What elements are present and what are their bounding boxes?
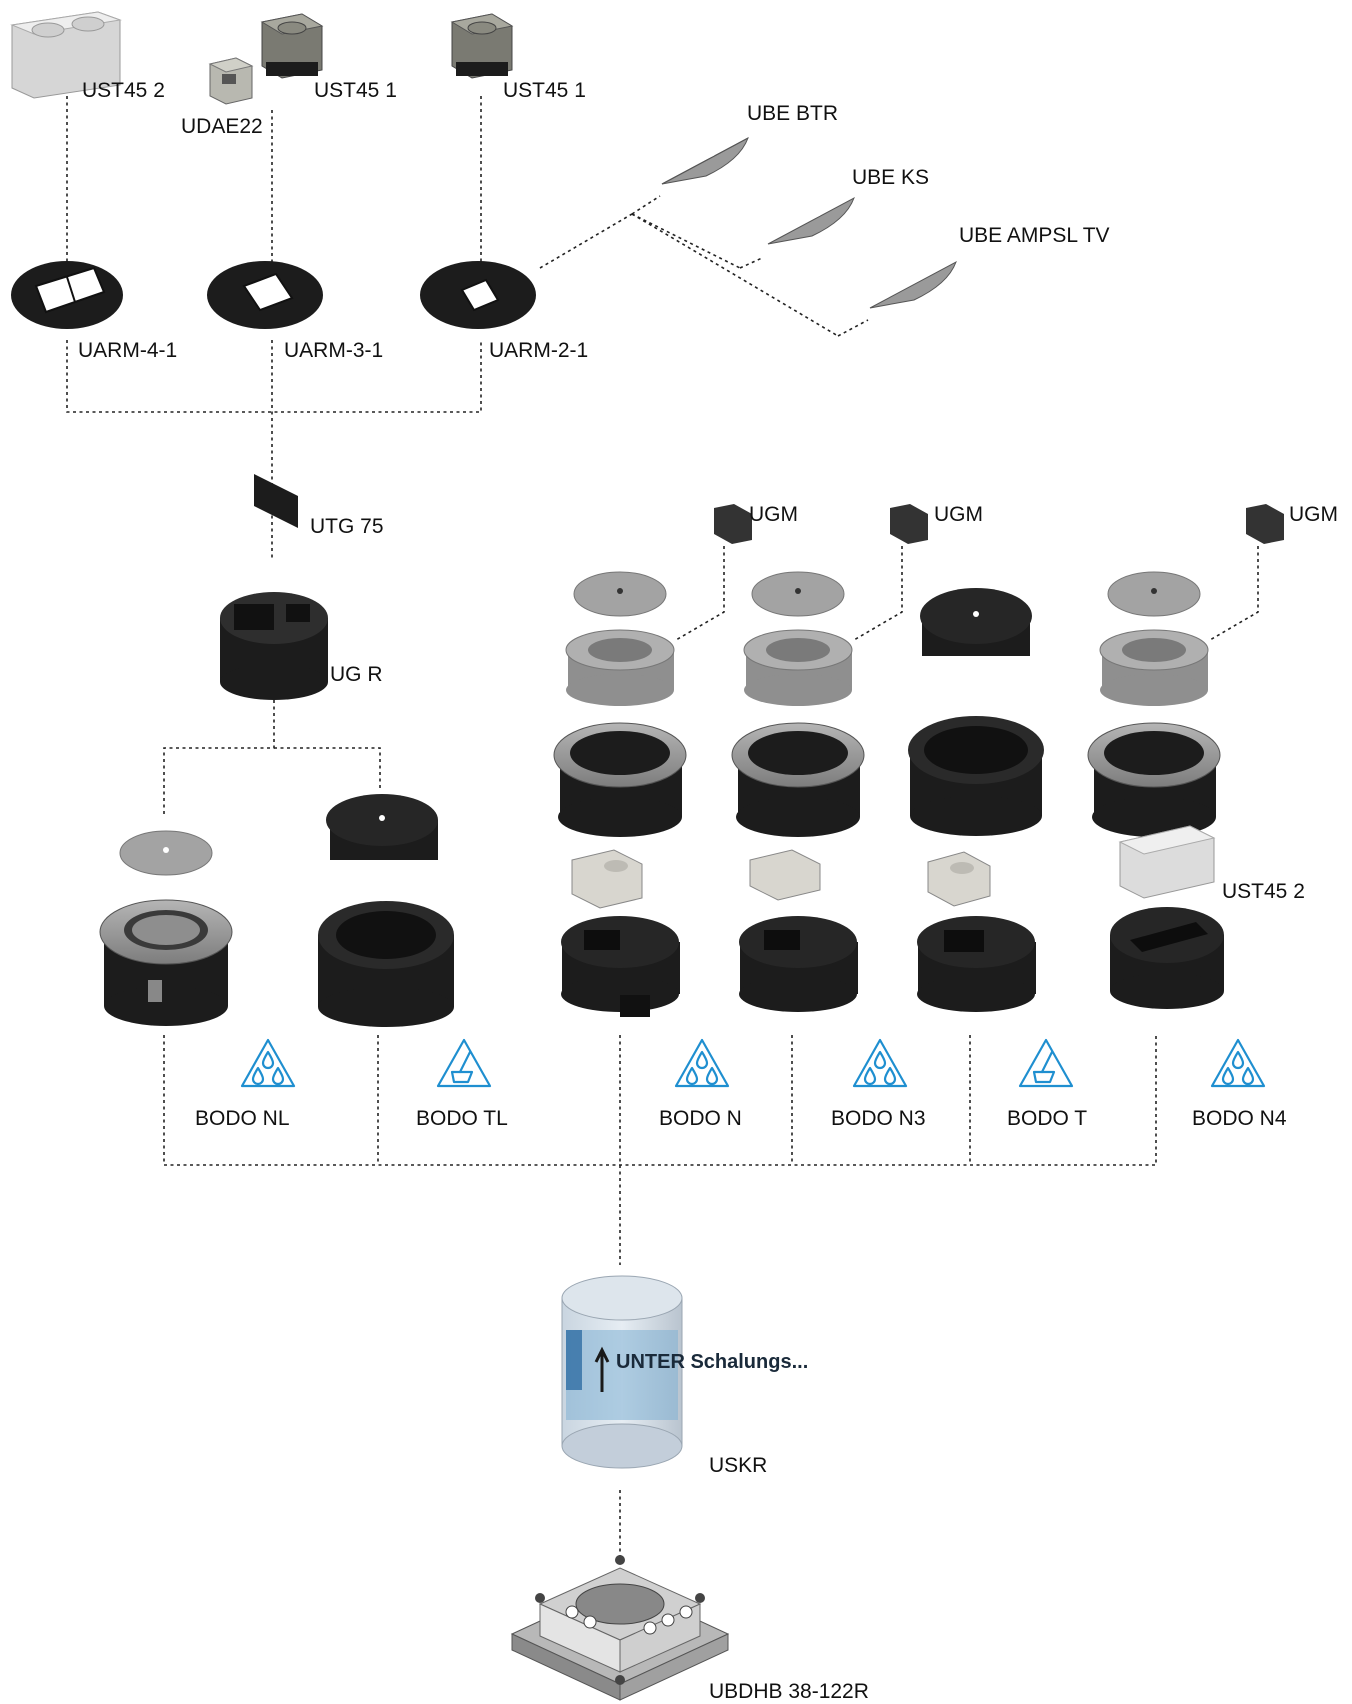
label-bodo-t: BODO T	[1007, 1107, 1088, 1130]
ug-r-housing	[220, 592, 328, 700]
utg-75-part	[254, 474, 298, 528]
label-bodo-n4: BODO N4	[1192, 1107, 1287, 1130]
ust45-1-socket-b	[450, 13, 514, 79]
uskr-print-text: UNTER Schalungs...	[616, 1351, 808, 1373]
label-bodo-nl: BODO NL	[195, 1107, 290, 1130]
label-uskr: USKR	[709, 1454, 768, 1477]
udae22-module	[208, 57, 254, 105]
bodo-tl-assembly	[318, 794, 454, 1027]
uarm-4-1-frame	[11, 261, 123, 329]
label-ust45-2-right: UST45 2	[1222, 880, 1305, 903]
label-ust45-1-a: UST45 1	[314, 79, 397, 102]
label-ube-ampsl-tv: UBE AMPSL TV	[959, 224, 1110, 247]
bodo-n4-assembly	[1087, 504, 1284, 1009]
label-bodo-n: BODO N	[659, 1107, 742, 1130]
water-drops-icon	[1210, 1038, 1266, 1088]
water-drops-icon	[852, 1038, 908, 1088]
ust45-1-socket-a	[260, 13, 324, 79]
water-drops-icon	[674, 1038, 730, 1088]
label-ube-btr: UBE BTR	[747, 102, 839, 125]
label-ug-r: UG R	[330, 663, 383, 686]
connector-lines	[66, 96, 1259, 1560]
ubdhb-base-frame	[510, 1555, 730, 1701]
ube-btr-cover	[661, 136, 749, 185]
bodo-nl-assembly	[99, 830, 233, 1026]
label-uarm-4-1: UARM-4-1	[78, 339, 178, 362]
ube-ks-cover	[767, 196, 855, 245]
label-uarm-2-1: UARM-2-1	[489, 339, 589, 362]
label-ugm-1: UGM	[749, 503, 798, 526]
ust45-2-top-socket	[10, 11, 122, 99]
label-udae22: UDAE22	[181, 115, 263, 138]
label-ugm-3: UGM	[1289, 503, 1338, 526]
uarm-3-1-frame	[207, 261, 323, 329]
label-bodo-n3: BODO N3	[831, 1107, 926, 1130]
uskr-formwork-cylinder: UNTER Schalungs...	[561, 1275, 808, 1469]
label-ust45-2-top: UST45 2	[82, 79, 165, 102]
label-bodo-tl: BODO TL	[416, 1107, 508, 1130]
bodo-n-assembly	[553, 504, 752, 1017]
label-ugm-2: UGM	[934, 503, 983, 526]
label-utg-75: UTG 75	[310, 515, 384, 538]
bodo-n3-assembly	[731, 504, 928, 1012]
bodo-t-assembly	[908, 588, 1044, 1012]
label-uarm-3-1: UARM-3-1	[284, 339, 384, 362]
label-ust45-1-b: UST45 1	[503, 79, 586, 102]
water-drops-icon	[240, 1038, 296, 1088]
label-ubdhb: UBDHB 38-122R	[709, 1680, 869, 1703]
broom-cleaning-icon	[1018, 1038, 1074, 1088]
uarm-2-1-frame	[420, 261, 536, 329]
broom-cleaning-icon	[436, 1038, 492, 1088]
ube-ampsl-tv-cover	[869, 260, 957, 309]
label-ube-ks: UBE KS	[852, 166, 930, 189]
